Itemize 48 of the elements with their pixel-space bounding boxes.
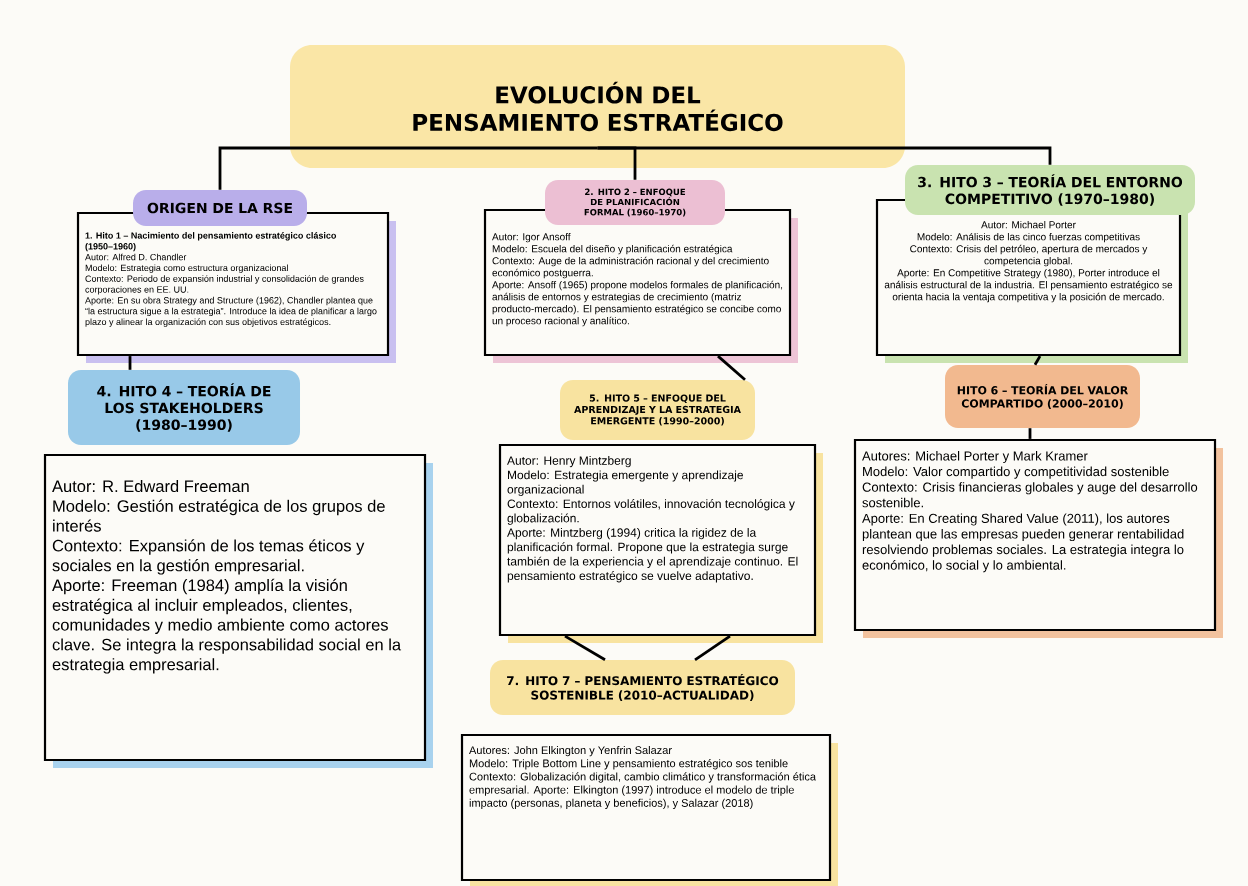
paragraph: Modelo: Valor compartido y competitividad sostenible [863,466,1169,479]
paragraph: Modelo: Gestión estratégica de los grupos de interés [53,499,385,532]
paragraph: Autores: John Elkington y Yenfrin Salazar [469,746,672,757]
paragraph: Contexto: Crisis financieras globales y auge del desarrollo sostenible. [862,482,1198,508]
paragraph: Autor: Michael Porter [981,221,1076,229]
connector-line [128,356,132,370]
paragraph: Modelo: Análisis de las cinco fuerzas competitivas [917,232,1140,243]
paragraph: Aporte: En Competitive Strategy (1980), Porter introduce el análisis estructural de la industria. El pensamiento estratégico se orienta hacia la ventaja competitiva y la posición de mercado. [884,269,1173,303]
paragraph: Contexto: Crisis del petróleo, apertura de mercados y competencia global. [910,244,1148,267]
connector-line [1028,428,1032,439]
paragraph: Aporte: Ansoff (1965) propone modelos formales de planificación, análisis de entornos y estrategias de crecimiento (matriz producto-mercado). El pensamiento estratégico se concibe como un proceso racional y analítico. [492,280,783,327]
paragraph: Contexto: Auge de la administración racional y del crecimiento económico postguerra. [492,256,769,279]
text-box [483,208,798,363]
text-box [853,438,1223,638]
paragraph: Modelo: Triple Bottom Line y pensamiento estratégico sos tenible [469,759,788,770]
paragraph: Aporte: En su obra Strategy and Structure (1962), Chandler plantea que “la estructura sigue a la estrategia”. Introduce la idea de planificar a largo plazo y alinear la organización con sus objetivos estratégicos. [85,296,377,327]
paragraph: Contexto: Globalización digital, cambio climático y transformación ética empresarial. Aporte: Elkington (1997) introduce el modelo de triple impacto (personas, planeta y beneficios), y Salazar (2018) [469,772,816,810]
connector-line [1033,355,1042,366]
paragraph: Modelo: Escuela del diseño y planificación estratégica [492,244,733,255]
text-box [43,453,433,768]
connector-line [564,634,606,661]
paragraph: Aporte: Mintzberg (1994) critica la rigidez de la planificación formal. Propone que la estrategia surge también de la experiencia y el aprendizaje continuo. El pensamiento estratégico se vuelve adaptativo. [507,528,798,583]
heading-label: 3. HITO 3 – TEORÍA DEL ENTORNO COMPETITIVO (1970–1980) [905,165,1195,215]
paragraph: Autor: R. Edward Freeman [52,480,249,493]
heading-label: HITO 6 – TEORÍA DEL VALOR COMPARTIDO (2000–2010) [945,365,1140,428]
heading-label: 7. HITO 7 – PENSAMIENTO ESTRATÉGICO SOSTENIBLE (2010–ACTUALIDAD) [490,660,795,715]
heading-label: 4. HITO 4 – TEORÍA DE LOS STAKEHOLDERS (1980–1990) [68,370,300,445]
heading-label: 5. HITO 5 – ENFOQUE DEL APRENDIZAJE Y LA ESTRATEGIA EMERGENTE (1990–2000) [560,380,755,440]
paragraph: Contexto: Periodo de expansión industrial y consolidación de grandes corporaciones en EE. UU. [85,275,364,295]
paragraph: Modelo: Estrategia emergente y aprendizaje organizacional [507,470,743,496]
heading-label: 2. HITO 2 – ENFOQUE DE PLANIFICACIÓN FORMAL (1960–1970) [545,180,725,225]
paragraph: Aporte: En Creating Shared Value (2011), los autores plantean que las empresas pueden generar rentabilidad resolviendo problemas sociales. La estrategia integra lo económico, lo social y lo ambiental. [862,513,1184,573]
title-banner: EVOLUCIÓN DEL PENSAMIENTO ESTRATÉGICO [290,45,905,168]
connector-line [694,634,731,661]
connector-line [218,146,598,190]
text-box [460,733,838,886]
connector-line [597,146,1052,165]
paragraph: Autor: Henry Mintzberg [507,456,631,468]
paragraph: Autores: Michael Porter y Mark Kramer [862,451,1088,464]
paragraph: 1. Hito 1 – Nacimiento del pensamiento estratégico clásico (1950–1960) [85,232,337,252]
paragraph: Aporte: Freeman (1984) amplía la visión estratégica al incluir empleados, clientes, comunidades y medio ambiente como actores clave. Se integra la responsabilidad social en la estrategia empresarial. [52,578,402,674]
paragraph: Contexto: Entornos volátiles, innovación tecnológica y globalización. [507,499,795,525]
paragraph: Modelo: Estrategia como estructura organizacional [85,264,288,273]
paragraph: Autor: Igor Ansoff [492,233,571,243]
heading-label: ORIGEN DE LA RSE [133,190,307,226]
text-box [498,443,823,643]
paragraph: Autor: Alfred D. Chandler [85,253,187,261]
paragraph: Contexto: Expansión de los temas éticos y sociales en la gestión empresarial. [52,539,365,575]
